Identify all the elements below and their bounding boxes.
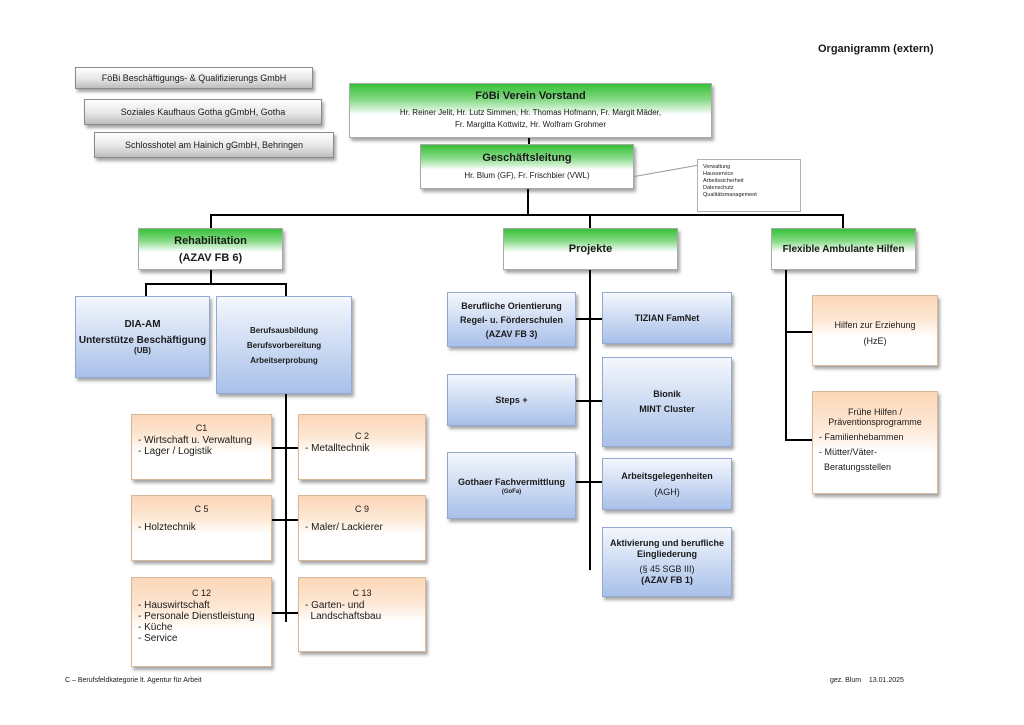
board-line1: Hr. Reiner Jelit, Hr. Lutz Simmen, Hr. T…	[399, 108, 662, 117]
projekt-steps: Steps +	[447, 374, 576, 426]
category-code: C 13	[352, 588, 372, 598]
projekt-line: Aktivierung und berufliche	[609, 538, 724, 548]
category-item: - Wirtschaft u. Verwaltung	[138, 435, 252, 446]
admin-note-item: Qualitätsmanagement	[703, 192, 757, 198]
berufs-item: Arbeitserprobung	[250, 355, 318, 365]
admin-note-item: Datenschutz	[703, 185, 734, 191]
projekt-berufliche-orientierung: Berufliche Orientierung Regel- u. Förder…	[447, 292, 576, 347]
category-code: C 12	[191, 588, 211, 598]
category-item: - Maler/ Lackierer	[305, 522, 383, 533]
projekt-gofa: Gothaer Fachvermittlung (GoFa)	[447, 452, 576, 519]
footer-signature: gez. Blum 13.01.2025	[830, 677, 904, 684]
projekt-line: Steps +	[495, 395, 528, 405]
category-c1: C1 - Wirtschaft u. Verwaltung - Lager / …	[131, 414, 272, 480]
projekt-line: Regel- u. Förderschulen	[459, 314, 564, 325]
flexible-title: Flexible Ambulante Hilfen	[782, 243, 905, 255]
rehabilitation-subtitle: (AZAV FB 6)	[178, 252, 243, 264]
category-code: C 5	[194, 504, 209, 514]
footer-legend: C – Berufsfeldkategorie lt. Agentur für …	[65, 677, 202, 684]
category-code: C1	[195, 423, 208, 433]
projekt-bionik: Bionik MINT Cluster	[602, 357, 732, 447]
board-title: FöBi Verein Vorstand	[475, 90, 586, 102]
category-item: - Metalltechnik	[305, 443, 370, 454]
fruehe-line: Frühe Hilfen /	[847, 407, 903, 417]
company-foebi: FöBi Beschäftigungs- & Qualifizierungs G…	[75, 67, 313, 89]
category-item: - Service	[138, 633, 178, 644]
category-item: - Holztechnik	[138, 522, 196, 533]
management-box: Geschäftsleitung Hr. Blum (GF), Fr. Fris…	[420, 144, 634, 189]
dia-am-box: DIA-AM Unterstütze Beschäftigung (UB)	[75, 296, 210, 378]
projekt-agh: Arbeitsgelegenheiten (AGH)	[602, 458, 732, 510]
dia-am-line2: (UB)	[134, 346, 151, 355]
projekt-sub: (GoFa)	[501, 488, 522, 495]
projekt-tizian: TIZIAN FamNet	[602, 292, 732, 344]
company-kaufhaus: Soziales Kaufhaus Gotha gGmbH, Gotha	[84, 99, 322, 125]
category-item: - Garten- und	[305, 600, 365, 611]
admin-note-item: Verwaltung	[703, 164, 731, 170]
fruehe-line: Präventionsprogramme	[828, 417, 922, 427]
flexible-box: Flexible Ambulante Hilfen	[771, 228, 916, 270]
berufs-box: Berufsausbildung Berufsvorbereitung Arbe…	[216, 296, 352, 394]
dia-am-line1: Unterstütze Beschäftigung	[78, 335, 207, 346]
category-c12: C 12 - Hauswirtschaft - Personale Dienst…	[131, 577, 272, 667]
projekt-line: Eingliederung	[636, 549, 697, 559]
fruehe-item: Beratungsstellen	[819, 462, 892, 472]
admin-note-item: Hausservice	[703, 171, 734, 177]
projekt-line: (AZAV FB 3)	[485, 328, 538, 339]
category-item: - Lager / Logistik	[138, 446, 212, 457]
hze-line: Hilfen zur Erziehung	[834, 319, 916, 330]
rehabilitation-box: Rehabilitation (AZAV FB 6)	[138, 228, 283, 270]
category-c13: C 13 - Garten- und Landschaftsbau	[298, 577, 426, 652]
category-c2: C 2 - Metalltechnik	[298, 414, 426, 480]
fruehe-hilfen-box: Frühe Hilfen / Präventionsprogramme - Fa…	[812, 391, 938, 494]
projekte-box: Projekte	[503, 228, 678, 270]
projekt-line: Bionik	[653, 389, 681, 399]
hze-line: (HzE)	[863, 335, 887, 346]
admin-note-item: Arbeitssicherheit	[703, 178, 744, 184]
admin-note: Verwaltung Hausservice Arbeitssicherheit…	[697, 159, 801, 212]
board-box: FöBi Verein Vorstand Hr. Reiner Jelit, H…	[349, 83, 712, 138]
projekt-line: Gothaer Fachvermittlung	[457, 476, 565, 487]
board-line2: Fr. Margitta Kottwitz, Hr. Wolfram Grohm…	[455, 120, 606, 129]
category-item: - Hauswirtschaft	[138, 600, 210, 611]
category-code: C 9	[354, 504, 369, 514]
category-item: - Personale Dienstleistung	[138, 611, 255, 622]
category-item: - Küche	[138, 622, 173, 633]
management-names: Hr. Blum (GF), Fr. Frischbier (VWL)	[464, 171, 590, 180]
fruehe-item: - Familienhebammen	[819, 432, 904, 442]
projekte-title: Projekte	[568, 243, 613, 255]
fruehe-item: - Mütter/Väter-	[819, 447, 878, 457]
company-schlosshotel: Schlosshotel am Hainich gGmbH, Behringen	[94, 132, 334, 158]
projekt-line: (AGH)	[654, 487, 680, 497]
category-c9: C 9 - Maler/ Lackierer	[298, 495, 426, 561]
projekt-sub: (AZAV FB 1)	[641, 575, 693, 585]
dia-am-title: DIA-AM	[124, 319, 161, 330]
category-c5: C 5 - Holztechnik	[131, 495, 272, 561]
rehabilitation-title: Rehabilitation	[174, 235, 247, 247]
category-item: Landschaftsbau	[305, 611, 382, 622]
projekt-line: MINT Cluster	[639, 404, 695, 414]
berufs-item: Berufsvorbereitung	[246, 340, 322, 350]
projekt-aktivierung: Aktivierung und berufliche Eingliederung…	[602, 527, 732, 597]
projekt-line: TIZIAN FamNet	[634, 313, 700, 323]
category-code: C 2	[354, 431, 369, 441]
hze-box: Hilfen zur Erziehung (HzE)	[812, 295, 938, 366]
page-title: Organigramm (extern)	[818, 43, 934, 55]
projekt-sub: (§ 45 SGB III)	[639, 564, 695, 574]
management-title: Geschäftsleitung	[482, 152, 572, 164]
projekt-line: Arbeitsgelegenheiten	[621, 471, 713, 481]
berufs-item: Berufsausbildung	[249, 325, 318, 335]
projekt-line: Berufliche Orientierung	[461, 300, 562, 311]
